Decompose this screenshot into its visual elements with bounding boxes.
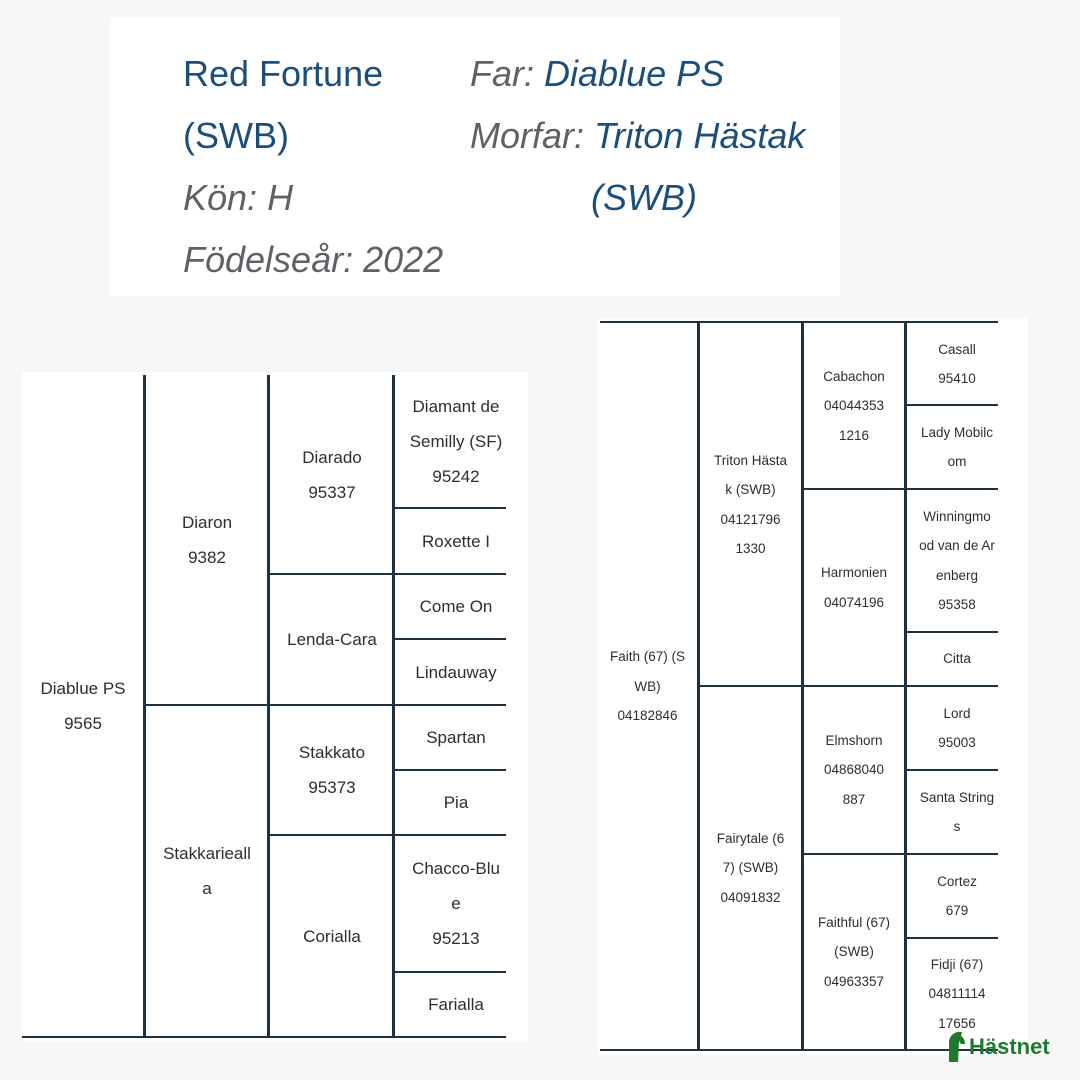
dam-pedigree-panel: Faith (67) (S WB) 04182846 Triton Hästa … [598, 318, 1028, 1055]
pedigree-cell: Cabachon 04044353 1216 [823, 368, 885, 443]
pedigree-cell: Fairytale (6 7) (SWB) 04091832 [716, 830, 785, 905]
pedigree-cell: Elmshorn 04868040 887 [823, 732, 885, 807]
pedigree-divider [697, 685, 998, 687]
pedigree-cell: Santa String s [919, 789, 995, 835]
gender-value: H [267, 177, 294, 218]
pedigree-divider [392, 971, 506, 973]
pedigree-divider [22, 1036, 506, 1038]
pedigree-cell: Roxette I [421, 531, 491, 551]
pedigree-divider [143, 704, 506, 706]
pedigree-cell: Faithful (67) (SWB) 04963357 [817, 914, 891, 989]
pedigree-divider [267, 573, 506, 575]
pedigree-cell: Come On [419, 597, 493, 616]
pedigree-cell: Harmonien 04074196 [820, 565, 888, 610]
pedigree-cell: Lord 95003 [938, 705, 976, 751]
pedigree-cell: Cortez 679 [937, 873, 977, 919]
pedigree-divider [267, 375, 270, 1037]
dam-sire-value: Triton Hästak [594, 115, 806, 156]
gender-label: Kön: [183, 177, 258, 218]
pedigree-cell: Diarado 95337 [302, 447, 362, 502]
horse-head-icon [949, 1032, 965, 1062]
pedigree-cell: Lenda-Cara [287, 630, 377, 649]
birth-year-label: Födelseår: [183, 239, 354, 280]
pedigree-divider [904, 631, 998, 633]
horse-registry: (SWB) [183, 115, 289, 156]
pedigree-divider [801, 853, 998, 855]
horse-name: Red Fortune [183, 53, 384, 94]
pedigree-cell: Farialla [428, 995, 484, 1014]
sire-pedigree-panel: Diablue PS 9565 Diaron 9382 Stakkarieall… [22, 372, 528, 1042]
horse-info-card: Red Fortune (SWB) Kön: H Födelseår: 2022… [110, 18, 840, 296]
pedigree-cell: Pia [443, 793, 469, 812]
pedigree-cell: Stakkarieall a [163, 844, 251, 898]
pedigree-divider [392, 769, 506, 771]
pedigree-cell: Diablue PS 9565 [40, 679, 126, 733]
birth-year-row: Födelseår: 2022 [183, 242, 443, 278]
birth-year-value: 2022 [363, 239, 444, 280]
pedigree-cell: Faith (67) (S WB) 04182846 [609, 649, 686, 724]
pedigree-cell: Lady Mobilc om [920, 424, 994, 470]
pedigree-cell: Triton Hästa k (SWB) 04121796 1330 [713, 452, 788, 557]
pedigree-divider [600, 1049, 998, 1051]
pedigree-cell: Spartan [426, 728, 486, 747]
logo-text: Hästnet [969, 1034, 1050, 1059]
pedigree-divider [392, 507, 506, 509]
pedigree-divider [392, 375, 395, 1037]
pedigree-cell: Casall 95410 [938, 341, 976, 387]
pedigree-divider [143, 375, 146, 1037]
dam-sire-label: Morfar: [470, 115, 585, 156]
pedigree-divider [904, 937, 998, 939]
pedigree-cell: Winningmo od van de Ar enberg 95358 [919, 508, 995, 613]
pedigree-divider [267, 834, 506, 836]
hastnet-logo: Hästnet [946, 1030, 1050, 1064]
sire-row: Far: Diablue PS [470, 56, 724, 92]
pedigree-divider [600, 321, 998, 323]
pedigree-divider [392, 638, 506, 640]
pedigree-divider [904, 404, 998, 406]
dam-sire-row: Morfar: Triton Hästak [470, 118, 805, 154]
pedigree-cell: Lindauway [415, 662, 497, 682]
sire-value: Diablue PS [544, 53, 725, 94]
gender-row: Kön: H [183, 180, 293, 216]
pedigree-cell: Citta [943, 651, 971, 667]
pedigree-cell: Fidji (67) 04811114 17656 [928, 956, 986, 1031]
pedigree-cell: Diamant de Semilly (SF) 95242 [409, 397, 503, 486]
pedigree-cell: Chacco-Blu e 95213 [412, 859, 500, 948]
pedigree-cell: Diaron 9382 [181, 513, 233, 567]
pedigree-cell: Stakkato 95373 [298, 743, 366, 797]
pedigree-divider [904, 769, 998, 771]
pedigree-cell: Corialla [303, 926, 361, 946]
dam-sire-registry: (SWB) [591, 177, 697, 218]
sire-label: Far: [470, 53, 535, 94]
pedigree-divider [801, 488, 998, 490]
